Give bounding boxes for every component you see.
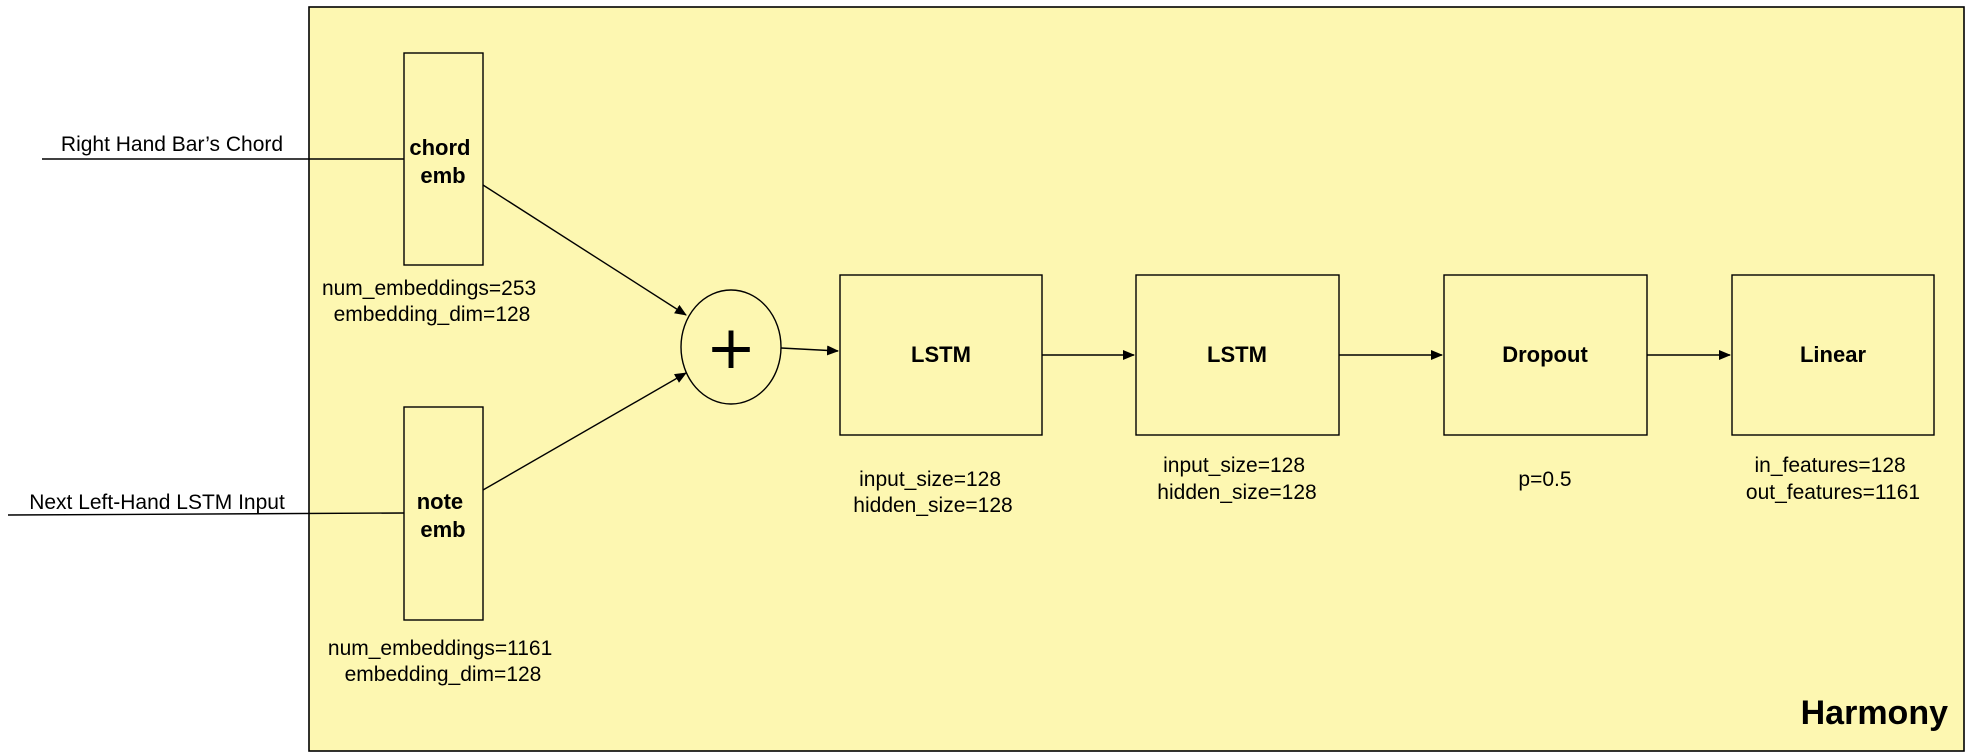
lstm1-label: LSTM bbox=[911, 342, 971, 367]
dropout-params: p=0.5 bbox=[1518, 468, 1571, 491]
note-input-label: Next Left-Hand LSTM Input bbox=[29, 491, 285, 514]
dropout-block bbox=[1443, 274, 1648, 436]
note-input-line bbox=[7, 512, 405, 516]
chord-input-label: Right Hand Bar’s Chord bbox=[61, 133, 283, 156]
panel-title: Harmony bbox=[1801, 694, 1948, 732]
plus-icon: + bbox=[706, 313, 756, 383]
note-emb-params: num_embeddings=1161 embedding_dim=128 bbox=[328, 637, 558, 686]
lstm2-label: LSTM bbox=[1207, 342, 1267, 367]
chord-emb-params: num_embeddings=253 embedding_dim=128 bbox=[322, 277, 542, 326]
arrow-chord-to-adder bbox=[482, 184, 687, 316]
adder-node bbox=[680, 289, 782, 405]
chord-emb-label: chord emb bbox=[409, 135, 476, 188]
lstm1-block bbox=[839, 274, 1043, 436]
lstm1-params: input_size=128 hidden_size=128 bbox=[853, 468, 1012, 517]
chord-emb-block bbox=[403, 52, 484, 266]
lstm2-block bbox=[1135, 274, 1340, 436]
linear-params: in_features=128 out_features=1161 bbox=[1746, 454, 1920, 504]
note-emb-block bbox=[403, 406, 484, 621]
arrow-adder-to-lstm1 bbox=[780, 345, 839, 356]
dropout-label: Dropout bbox=[1502, 342, 1588, 367]
linear-block bbox=[1731, 274, 1935, 436]
note-emb-label: note emb bbox=[417, 489, 470, 542]
linear-label: Linear bbox=[1800, 342, 1866, 367]
arrow-note-to-adder bbox=[482, 372, 687, 491]
lstm2-params: input_size=128 hidden_size=128 bbox=[1157, 454, 1316, 504]
